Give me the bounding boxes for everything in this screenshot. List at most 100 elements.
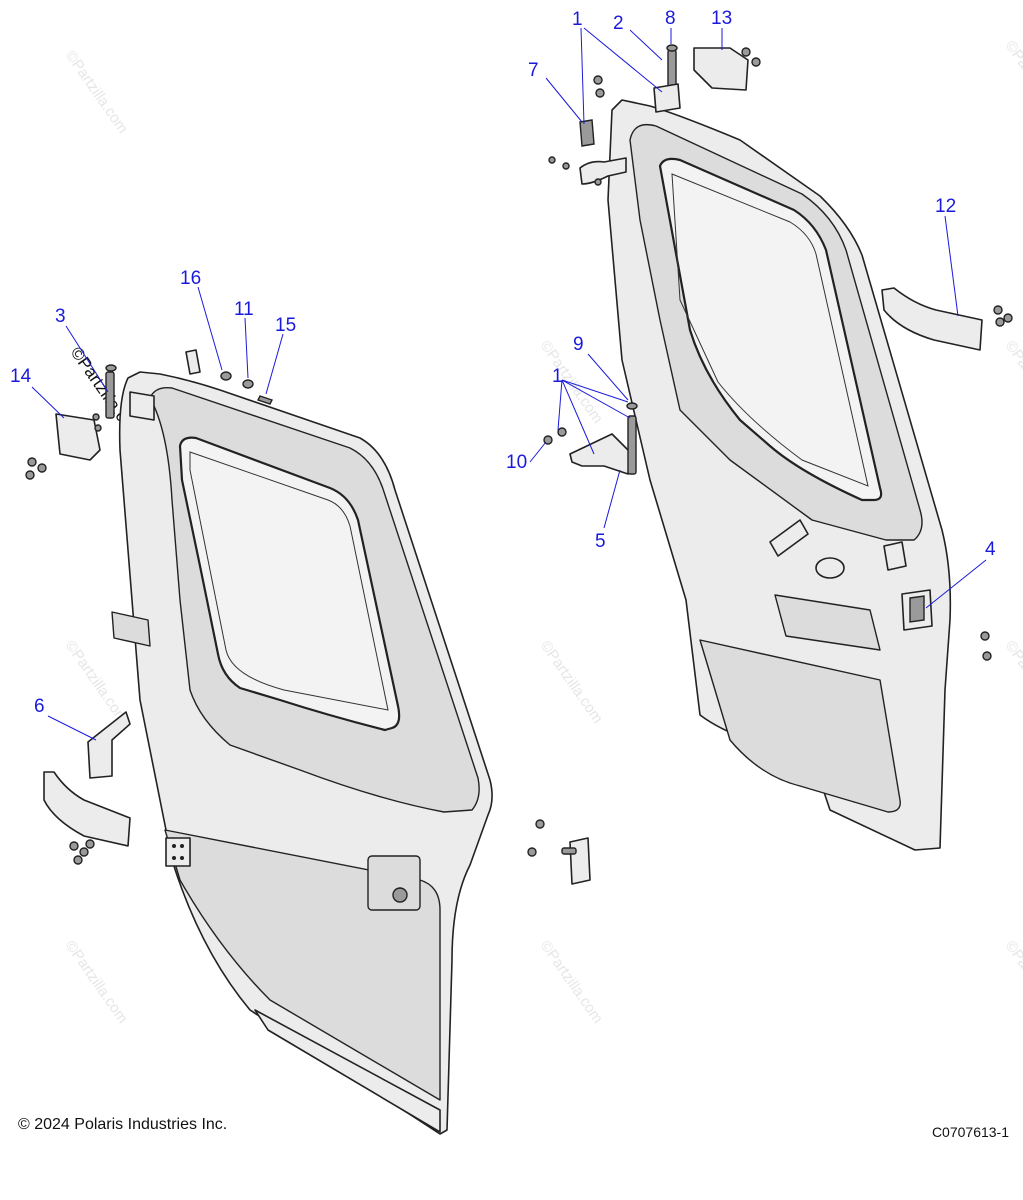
bolt [1003, 313, 1013, 323]
bolt [595, 88, 605, 98]
watermark: ©Partzilla.com [62, 938, 132, 1027]
bolt [593, 75, 603, 85]
bolt [25, 470, 35, 480]
right-door-check-arm [769, 519, 809, 557]
bolt [741, 47, 751, 57]
striker-pin [561, 847, 577, 855]
right-door-speaker [815, 557, 845, 579]
left-door-window-inner [189, 451, 389, 711]
watermark: ©Partzilla.com [1002, 38, 1023, 127]
right-door-upper-hinge-strap [579, 157, 627, 185]
right-door-window-inner [671, 173, 869, 487]
washer-upper [666, 44, 678, 52]
watermark: ©Partzilla.com [1002, 338, 1023, 427]
hinge-pin [105, 371, 115, 419]
nut [242, 379, 254, 389]
lower-hinge-washer [626, 402, 638, 410]
grab-handle [43, 771, 131, 847]
bolt [995, 317, 1005, 327]
bolt [79, 847, 89, 857]
left-door [111, 371, 493, 1135]
bolt [69, 841, 79, 851]
callout-label: 8 [665, 8, 676, 29]
nut [548, 156, 556, 164]
left-door-handle [392, 887, 408, 903]
bolt-cluster [25, 413, 102, 865]
left-door-top-hinge-plate [129, 391, 155, 421]
hinge-bracket-upper-right [693, 47, 749, 91]
callout-label: 15 [275, 315, 296, 336]
watermark: ©Partzilla.com [62, 638, 132, 727]
callout-label: 5 [595, 531, 606, 552]
bolt-cluster [527, 47, 1013, 857]
left-door-bolt-hole [180, 844, 184, 848]
callout-label: 6 [34, 696, 45, 717]
callout-label: 11 [234, 299, 254, 320]
left-door-window [178, 436, 401, 732]
bolt [92, 413, 100, 421]
lower-hinge-pin [627, 415, 637, 475]
callout-label: 14 [10, 366, 32, 387]
watermark: ©Partzilla.com [537, 338, 607, 427]
callout-label: 13 [711, 8, 732, 29]
left-door-bolt-hole [172, 844, 176, 848]
callout-label: 3 [55, 306, 66, 327]
watermark: ©Partzilla.com [537, 638, 607, 727]
right-door-inner-handle [883, 541, 907, 571]
watermark: ©Partzilla.com [1002, 938, 1023, 1027]
watermark: ©Partzilla.com [537, 938, 607, 1027]
callouts: 1 2 8 13 7 12 16 11 15 3 14 9 1 10 5 4 6 [10, 8, 996, 717]
bolt [527, 847, 537, 857]
left-hardware [25, 349, 273, 865]
bushing [579, 119, 595, 147]
spacer [220, 371, 232, 381]
bolt [85, 839, 95, 849]
lower-hinge-bracket [569, 433, 631, 475]
striker-plate [569, 837, 591, 885]
callout-label: 7 [528, 60, 539, 81]
right-door-latch [909, 595, 925, 623]
bolt [982, 651, 992, 661]
right-door-armrest [774, 594, 881, 651]
left-door-bolt-hole [172, 856, 176, 860]
callout-label: 1 [572, 9, 583, 30]
callout-label: 10 [506, 452, 527, 473]
left-door-latch-plate [165, 837, 191, 867]
callout-label: 2 [613, 13, 624, 34]
left-door-bottom-trim [254, 1009, 441, 1133]
bolt [94, 424, 102, 432]
bolt [27, 457, 37, 467]
bolt [993, 305, 1003, 315]
bolt [980, 631, 990, 641]
copyright-notice: © 2024 Polaris Industries Inc. [18, 1116, 228, 1133]
callout-label: 1 [552, 366, 563, 387]
door-check-strap [87, 711, 131, 779]
nut [562, 162, 570, 170]
callout-label: 12 [935, 196, 956, 217]
hinge-washer [105, 364, 117, 372]
left-door-armrest-pad [111, 611, 151, 647]
right-door-window [658, 157, 883, 502]
callout-label: 4 [985, 539, 996, 560]
bolt [751, 57, 761, 67]
left-door-bolt-hole [180, 856, 184, 860]
nut [594, 178, 602, 186]
left-door-handle-recess [367, 855, 421, 911]
right-door-map-pocket [699, 639, 901, 813]
diagram-id: C0707613-1 [931, 1124, 1009, 1140]
grab-handle-rear [881, 287, 983, 351]
leader-lines [31, 27, 987, 741]
bolt [535, 819, 545, 829]
callout-label: 9 [573, 334, 584, 355]
latch-striker [185, 349, 201, 375]
bolt [73, 855, 83, 865]
right-door [579, 99, 952, 851]
bolt [37, 463, 47, 473]
watermark: ©Partzilla.com [62, 48, 132, 137]
callout-label: 16 [180, 268, 201, 289]
screw [257, 395, 273, 405]
bolt [557, 427, 567, 437]
upper-hinge-bracket [55, 413, 101, 461]
watermark: ©Partzilla.com [1002, 638, 1023, 727]
